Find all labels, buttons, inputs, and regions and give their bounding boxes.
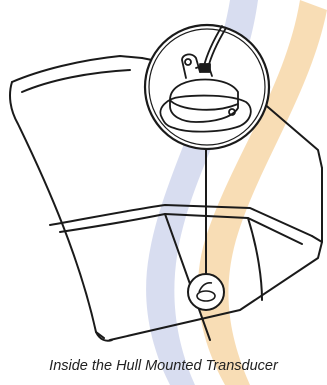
magnified-transducer-circle xyxy=(145,25,269,149)
figure-caption: Inside the Hull Mounted Transducer xyxy=(0,358,327,374)
transducer-location-circle xyxy=(188,274,224,310)
